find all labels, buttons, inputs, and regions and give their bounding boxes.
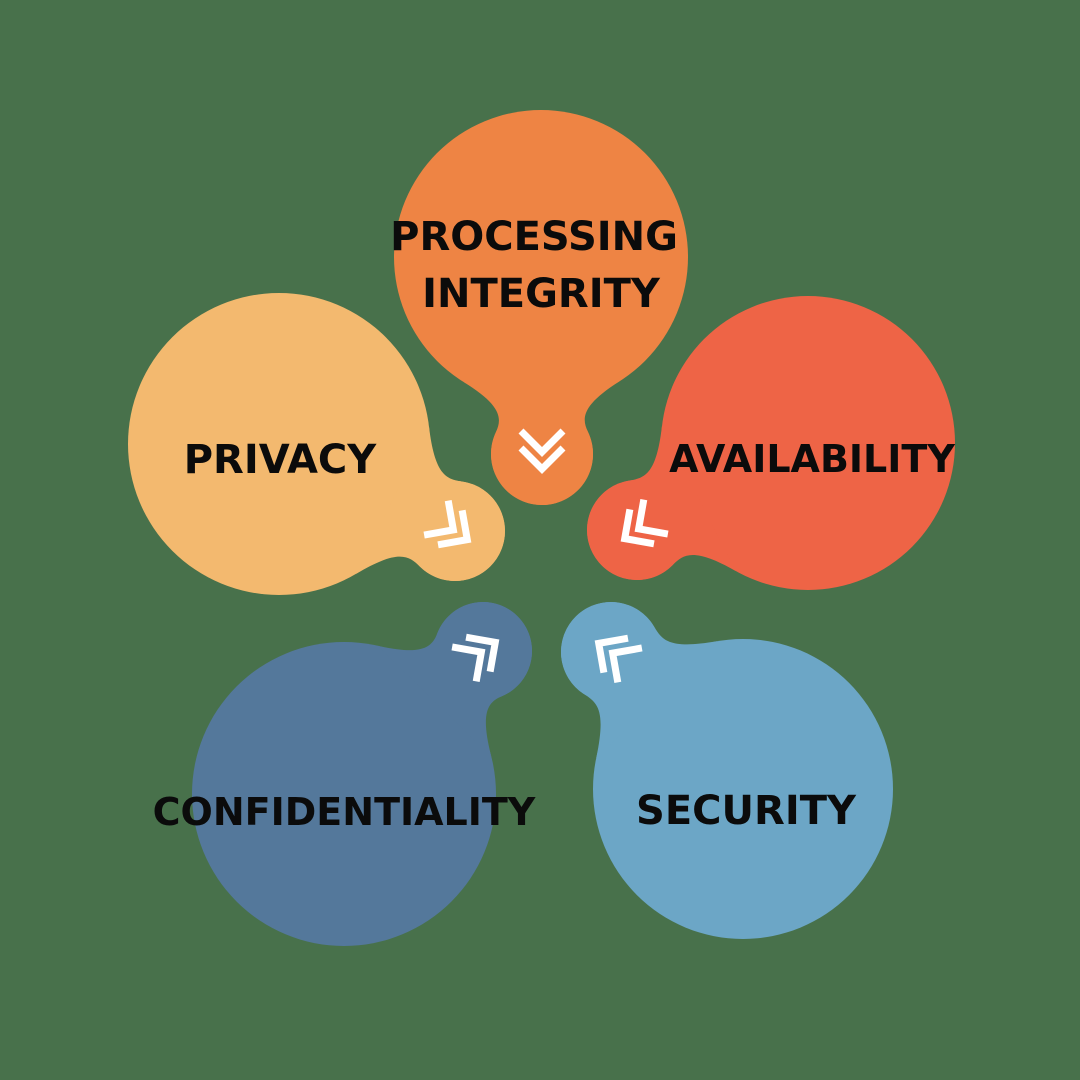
security-label: SECURITY <box>636 788 857 834</box>
security-label-line1: SECURITY <box>636 788 857 834</box>
node-availability: AVAILABILITY <box>587 296 955 590</box>
processing-integrity-label-line1: PROCESSING <box>390 214 678 260</box>
double-chevron-icon <box>594 634 643 684</box>
processing-integrity-label: PROCESSING INTEGRITY <box>390 214 692 317</box>
processing-integrity-neck <box>463 381 620 506</box>
privacy-label-line1: PRIVACY <box>184 437 378 483</box>
double-chevron-icon <box>620 498 669 548</box>
confidentiality-circle <box>192 642 496 946</box>
node-processing-integrity: PROCESSING INTEGRITY <box>390 110 692 506</box>
node-confidentiality: CONFIDENTIALITY <box>153 601 536 946</box>
double-chevron-icon <box>518 428 566 474</box>
availability-circle <box>661 296 955 590</box>
privacy-circle <box>128 293 430 595</box>
availability-label: AVAILABILITY <box>669 437 955 481</box>
confidentiality-label-line1: CONFIDENTIALITY <box>153 790 536 834</box>
processing-integrity-circle <box>394 110 688 404</box>
availability-label-line1: AVAILABILITY <box>669 437 955 481</box>
node-privacy: PRIVACY <box>128 293 505 595</box>
processing-integrity-label-line2: INTEGRITY <box>422 271 661 317</box>
double-chevron-icon <box>423 499 472 549</box>
confidentiality-label: CONFIDENTIALITY <box>153 790 536 834</box>
security-circle <box>593 639 893 939</box>
privacy-label: PRIVACY <box>184 437 378 483</box>
double-chevron-icon <box>451 633 500 683</box>
node-security: SECURITY <box>561 602 893 939</box>
